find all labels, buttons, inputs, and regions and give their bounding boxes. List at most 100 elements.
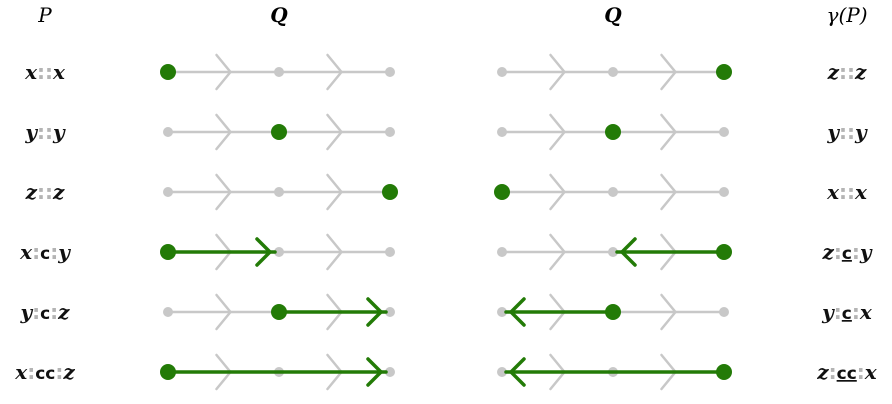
left-start-node [271, 124, 287, 140]
left-label-end: z [62, 360, 75, 384]
right-label: y:c:x [821, 300, 873, 324]
right-track-chevron [660, 113, 677, 151]
left-node-2 [385, 127, 395, 137]
left-label-sep: : [55, 360, 63, 384]
left-node-1 [274, 187, 284, 197]
left-path-arrowhead [366, 297, 383, 327]
left-label: x:c:y [19, 240, 71, 264]
left-start-node [271, 304, 287, 320]
right-track-chevron [549, 173, 566, 211]
left-node-0 [163, 187, 173, 197]
right-label-sep: : [834, 240, 842, 264]
right-track-chevron [660, 293, 677, 331]
right-track-chevron [549, 113, 566, 151]
right-node-1 [608, 67, 618, 77]
left-start-node [382, 184, 398, 200]
right-node-0 [497, 247, 507, 257]
left-label-start: y [19, 300, 33, 324]
right-start-node [605, 304, 621, 320]
right-node-1 [608, 247, 618, 257]
left-label-sep: :: [37, 60, 53, 84]
left-label: x::x [24, 60, 66, 84]
right-node-0 [497, 307, 507, 317]
left-label: z::z [25, 180, 65, 204]
left-label-sep: : [50, 240, 58, 264]
right-label-end: x [854, 180, 868, 204]
right-label-sep: :: [839, 60, 855, 84]
diagram-row: z::z x::x [25, 173, 868, 211]
right-label-end: z [854, 60, 867, 84]
left-label-sep: : [50, 300, 58, 324]
right-start-node [716, 244, 732, 260]
left-label: y::y [24, 120, 66, 144]
header-q-right: Q [604, 3, 622, 27]
right-label-word: cc [837, 364, 857, 384]
right-label-start: z [821, 240, 834, 264]
left-path-arrowhead [366, 357, 383, 387]
header-gamma-p: γ(P) [826, 3, 867, 27]
left-label-word: cc [35, 364, 55, 384]
left-node-1 [274, 67, 284, 77]
left-track-chevron [215, 113, 232, 151]
right-label-start: y [826, 120, 840, 144]
right-start-node [716, 364, 732, 380]
right-node-2 [719, 307, 729, 317]
right-start-node [605, 124, 621, 140]
left-node-0 [163, 307, 173, 317]
left-label-sep: : [27, 360, 35, 384]
left-label-end: y [57, 240, 71, 264]
right-node-0 [497, 67, 507, 77]
right-label-sep: :: [839, 180, 855, 204]
right-track-chevron [660, 173, 677, 211]
left-node-1 [274, 247, 284, 257]
left-label-start: z [25, 180, 38, 204]
right-track-chevron [660, 53, 677, 91]
left-label-word: c [40, 304, 50, 324]
header-q-left: Q [270, 3, 288, 27]
left-label: y:c:z [19, 300, 70, 324]
left-label-start: y [24, 120, 38, 144]
right-label-end: x [859, 300, 873, 324]
right-path-arrowhead [509, 357, 526, 387]
diagram-row: x::x z::z [24, 53, 867, 91]
left-label-end: z [57, 300, 70, 324]
left-label-sep: : [32, 300, 40, 324]
right-label-sep: : [829, 360, 837, 384]
right-node-1 [608, 187, 618, 197]
left-start-node [160, 364, 176, 380]
right-label: z:c:y [821, 240, 872, 264]
left-track-chevron [326, 53, 343, 91]
right-label-sep: : [852, 300, 860, 324]
right-label-sep: : [852, 240, 860, 264]
right-label-sep: : [834, 300, 842, 324]
left-label-sep: :: [37, 120, 53, 144]
left-label-word: c [40, 244, 50, 264]
right-label: x::x [826, 180, 868, 204]
right-label: z::z [827, 60, 867, 84]
left-label-end: x [52, 60, 66, 84]
left-node-2 [385, 247, 395, 257]
left-node-2 [385, 367, 395, 377]
right-path-arrowhead [620, 237, 637, 267]
right-start-node [716, 64, 732, 80]
right-label-sep: :: [839, 120, 855, 144]
left-label-start: x [24, 60, 38, 84]
right-track-chevron [549, 233, 566, 271]
right-label-start: x [826, 180, 840, 204]
left-label: x:cc:z [14, 360, 75, 384]
left-track-chevron [215, 53, 232, 91]
left-node-0 [163, 127, 173, 137]
left-label-end: y [52, 120, 66, 144]
right-path-arrowhead [509, 297, 526, 327]
left-node-2 [385, 307, 395, 317]
right-label-start: z [827, 60, 840, 84]
left-start-node [160, 244, 176, 260]
header-p: P [37, 3, 52, 27]
right-label-start: y [821, 300, 835, 324]
left-label-start: x [14, 360, 28, 384]
right-label-word: c [842, 304, 852, 324]
